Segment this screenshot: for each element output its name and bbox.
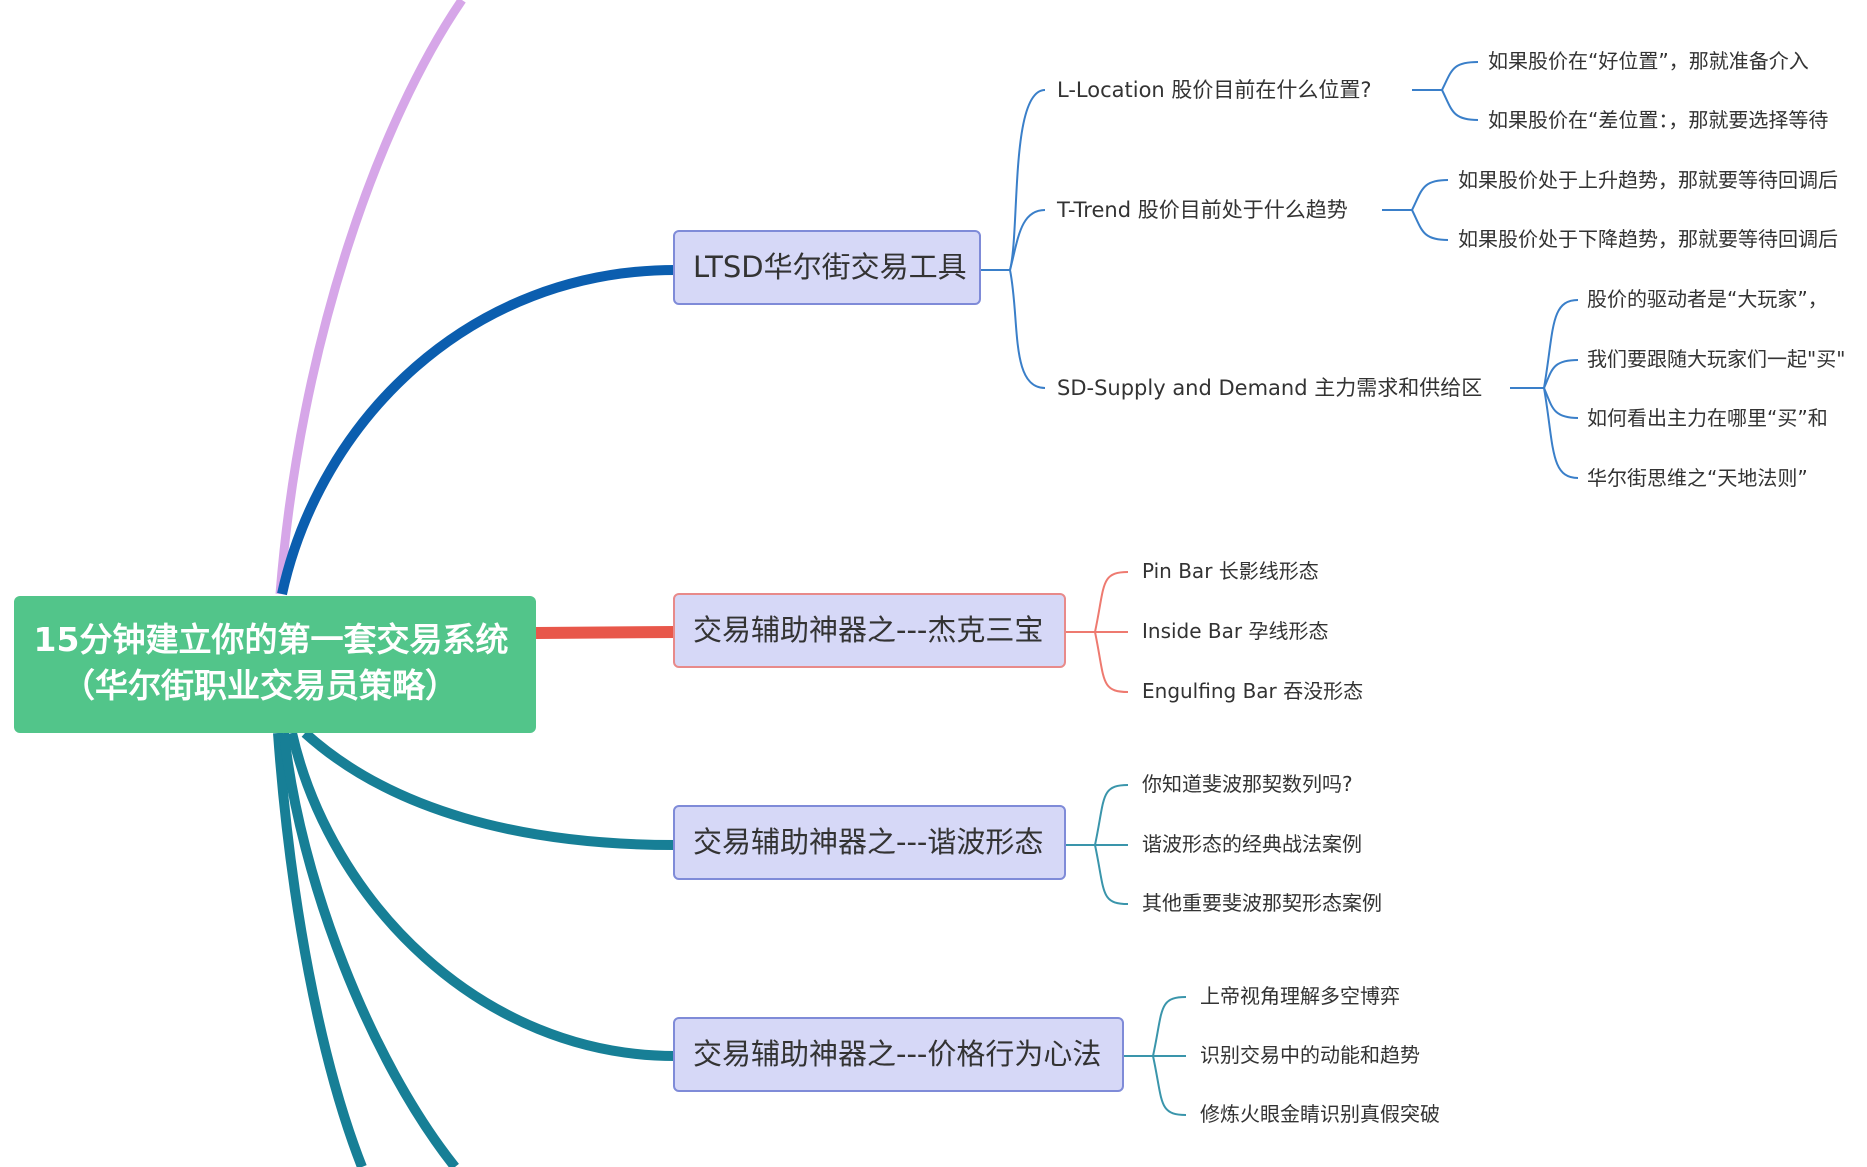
root-topic[interactable]: 15分钟建立你的第一套交易系统 （华尔街职业交易员策略） xyxy=(14,596,536,733)
branch-line-price-action xyxy=(287,731,676,1061)
topic-price-action[interactable]: 交易辅助神器之---价格行为心法 xyxy=(673,1017,1124,1092)
leaf-fibonacci[interactable]: 你知道斐波那契数列吗? xyxy=(1142,772,1353,796)
topic-ltsd-label: LTSD华尔街交易工具 xyxy=(693,250,967,284)
link-trend-leaf-2 xyxy=(1411,209,1449,241)
leaf-sd-rule[interactable]: 华尔街思维之“天地法则” xyxy=(1587,466,1808,490)
leaf-location-bad[interactable]: 如果股价在“差位置：，那就要选择等待 xyxy=(1488,108,1829,132)
link-harmonic-leaf-1 xyxy=(1094,784,1129,846)
link-sd-leaf-2 xyxy=(1543,359,1579,389)
branch-line-bottom-1 xyxy=(273,732,367,1167)
link-ltsd-location xyxy=(1009,89,1046,271)
link-sd-leaf-3 xyxy=(1543,387,1579,419)
leaf-sd-follow[interactable]: 我们要跟随大玩家们一起"买" xyxy=(1587,347,1846,371)
link-price-leaf-1 xyxy=(1152,996,1187,1057)
link-location-leaf-2 xyxy=(1441,89,1479,121)
leaf-other-fib[interactable]: 其他重要斐波那契形态案例 xyxy=(1142,891,1382,915)
subtopic-supply-demand[interactable]: SD-Supply and Demand 主力需求和供给区 xyxy=(1057,376,1483,400)
leaf-breakout[interactable]: 修炼火眼金睛识别真假突破 xyxy=(1200,1102,1440,1126)
topic-harmonic-label: 交易辅助神器之---谐波形态 xyxy=(693,825,1044,859)
subtopic-trend[interactable]: T-Trend 股价目前处于什么趋势 xyxy=(1057,198,1348,222)
leaf-sd-where[interactable]: 如何看出主力在哪里“买”和 xyxy=(1587,406,1828,430)
branch-line-bottom-2 xyxy=(279,732,459,1167)
topic-ltsd[interactable]: LTSD华尔街交易工具 xyxy=(673,230,981,305)
leaf-momentum-trend[interactable]: 识别交易中的动能和趋势 xyxy=(1200,1043,1420,1067)
link-ltsd-trend xyxy=(1009,209,1046,271)
branch-line-purple xyxy=(275,0,466,595)
branch-line-jack xyxy=(535,626,676,639)
leaf-engulfing-bar[interactable]: Engulfing Bar 吞没形态 xyxy=(1142,679,1364,703)
root-title-line-1: 15分钟建立你的第一套交易系统 xyxy=(33,620,509,659)
link-trend-leaf-1 xyxy=(1411,179,1449,211)
branch-line-ltsd xyxy=(277,265,676,596)
link-sd-leaf-4 xyxy=(1543,387,1579,479)
topic-jack-label: 交易辅助神器之---杰克三宝 xyxy=(693,613,1044,647)
leaf-harmonic-cases[interactable]: 谐波形态的经典战法案例 xyxy=(1142,832,1362,856)
leaf-trend-down[interactable]: 如果股价处于下降趋势，那就要等待回调后 xyxy=(1458,227,1838,251)
topic-jack-three-treasures[interactable]: 交易辅助神器之---杰克三宝 xyxy=(673,593,1066,668)
link-sd-leaf-1 xyxy=(1543,299,1579,389)
link-price-leaf-3 xyxy=(1152,1055,1187,1116)
link-ltsd-sd xyxy=(1009,269,1046,389)
link-location-leaf-1 xyxy=(1441,61,1479,91)
subtopic-location[interactable]: L-Location 股价目前在什么位置? xyxy=(1057,78,1372,102)
link-harmonic-leaf-3 xyxy=(1094,844,1129,905)
leaf-location-good[interactable]: 如果股价在“好位置”，那就准备介入 xyxy=(1488,49,1809,73)
link-jack-leaf-3 xyxy=(1094,631,1129,693)
leaf-inside-bar[interactable]: Inside Bar 孕线形态 xyxy=(1142,619,1329,643)
root-title-line-2: （华尔街职业交易员策略） xyxy=(62,666,458,705)
branch-line-harmonic xyxy=(301,729,676,850)
topic-harmonic-patterns[interactable]: 交易辅助神器之---谐波形态 xyxy=(673,805,1066,880)
link-jack-leaf-1 xyxy=(1094,571,1129,633)
topic-price-action-label: 交易辅助神器之---价格行为心法 xyxy=(693,1037,1102,1071)
leaf-sd-driver[interactable]: 股价的驱动者是“大玩家”， xyxy=(1587,287,1828,311)
leaf-pin-bar[interactable]: Pin Bar 长影线形态 xyxy=(1142,559,1319,583)
leaf-trend-up[interactable]: 如果股价处于上升趋势，那就要等待回调后 xyxy=(1458,168,1838,192)
leaf-god-view[interactable]: 上帝视角理解多空博弈 xyxy=(1200,984,1400,1008)
